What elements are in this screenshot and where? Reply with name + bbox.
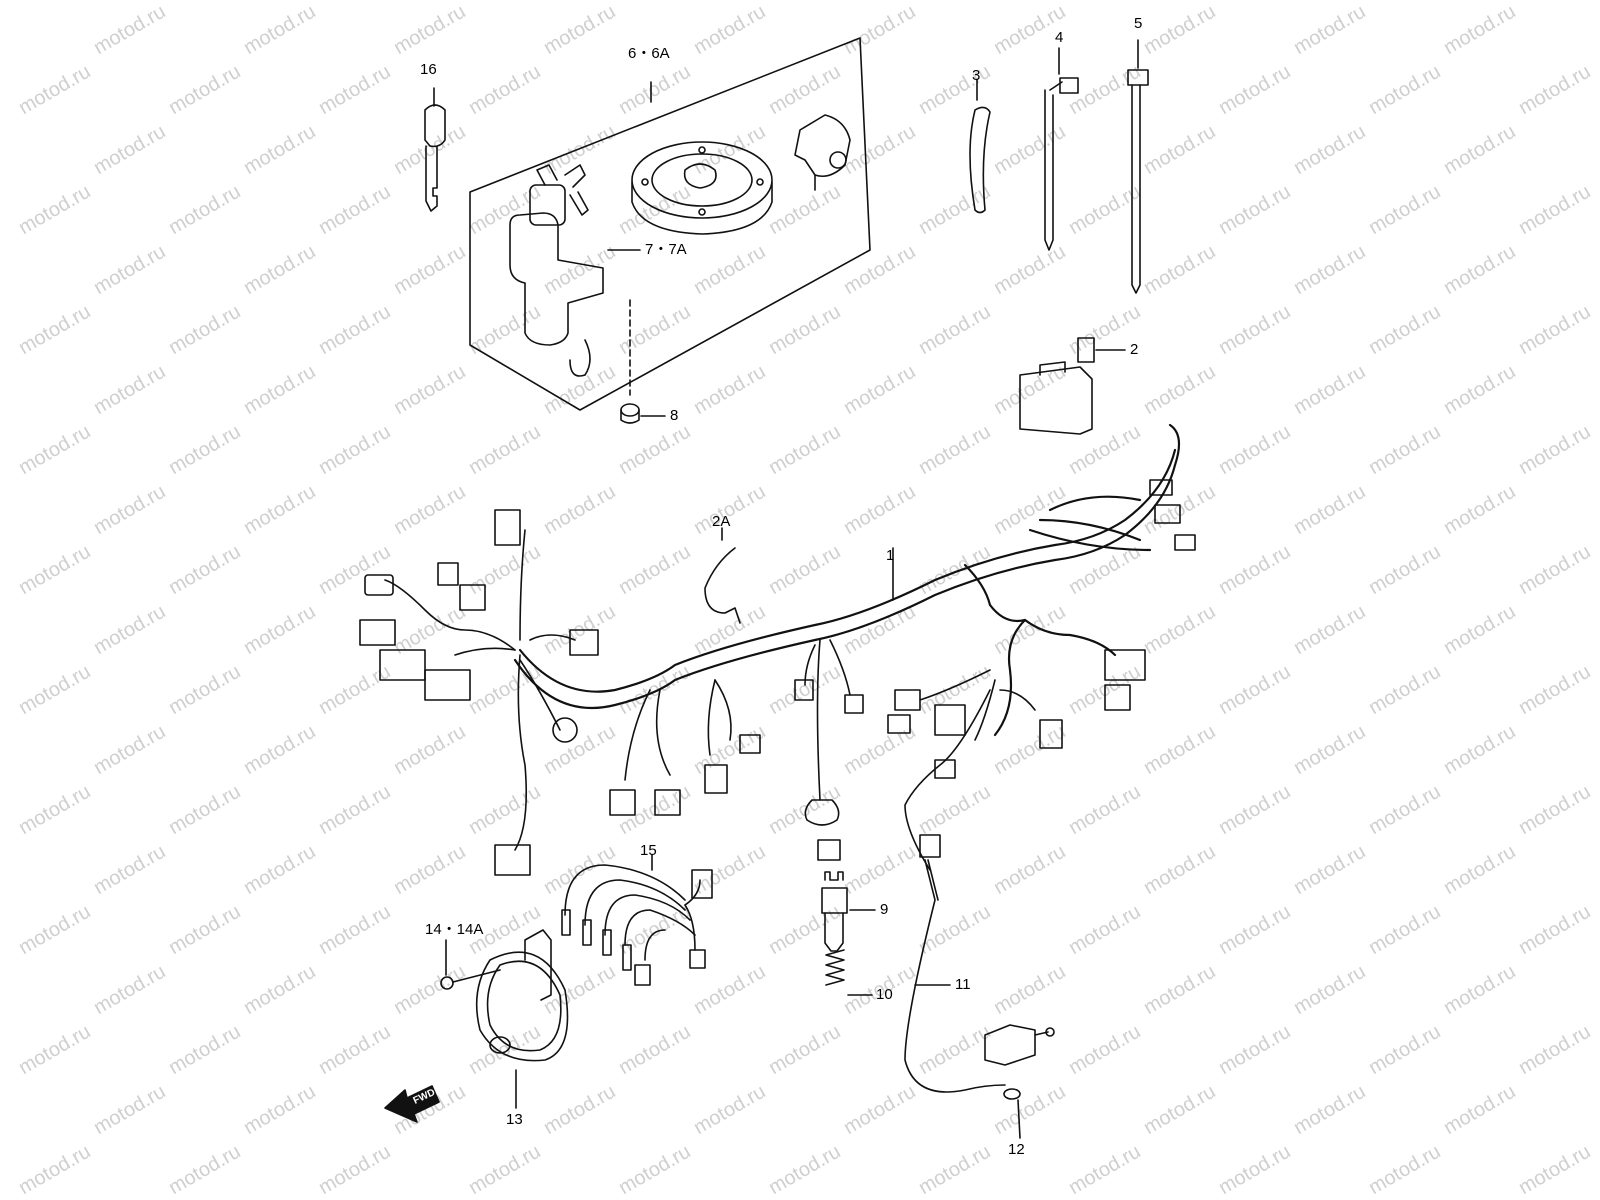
callout-3: 3 xyxy=(972,67,981,84)
callout-13: 13 xyxy=(506,1111,523,1128)
fuel-cap-part xyxy=(631,141,773,235)
callout-6-6a: 6・6A xyxy=(628,45,670,62)
fwd-arrow-icon: FWD xyxy=(384,1085,440,1123)
callout-15: 15 xyxy=(640,842,657,859)
left-harness-branches xyxy=(359,509,599,876)
center-harness-branches xyxy=(609,639,864,861)
callout-11: 11 xyxy=(955,976,971,993)
callout-10: 10 xyxy=(876,986,893,1003)
ignition-switch-part xyxy=(509,164,641,396)
clamp-2a-part xyxy=(704,527,741,624)
ignition-kit-box xyxy=(469,37,871,411)
horn-part xyxy=(440,929,569,1109)
callout-7-7a: 7・7A xyxy=(645,241,687,258)
callout-5: 5 xyxy=(1134,15,1143,32)
callout-16: 16 xyxy=(420,61,437,78)
fuse-part xyxy=(1019,337,1126,435)
callout-8: 8 xyxy=(670,407,679,424)
clamp-parts xyxy=(969,39,1149,294)
brake-switch-part xyxy=(821,871,876,996)
callout-14-14a: 14・14A xyxy=(425,921,484,938)
callout-9: 9 xyxy=(880,901,889,918)
key-part xyxy=(424,87,446,212)
right-harness-branches xyxy=(887,479,1196,871)
seat-lock-part xyxy=(794,114,851,191)
sensor-lead-part xyxy=(904,859,1055,1139)
callout-2: 2 xyxy=(1130,341,1139,358)
callout-4: 4 xyxy=(1055,29,1064,46)
callout-1: 1 xyxy=(886,547,895,564)
callout-2a: 2A xyxy=(712,513,731,530)
sub-harness-15 xyxy=(561,854,713,986)
screw-part xyxy=(620,403,666,424)
main-harness xyxy=(513,423,1181,737)
callout-12: 12 xyxy=(1008,1141,1025,1158)
